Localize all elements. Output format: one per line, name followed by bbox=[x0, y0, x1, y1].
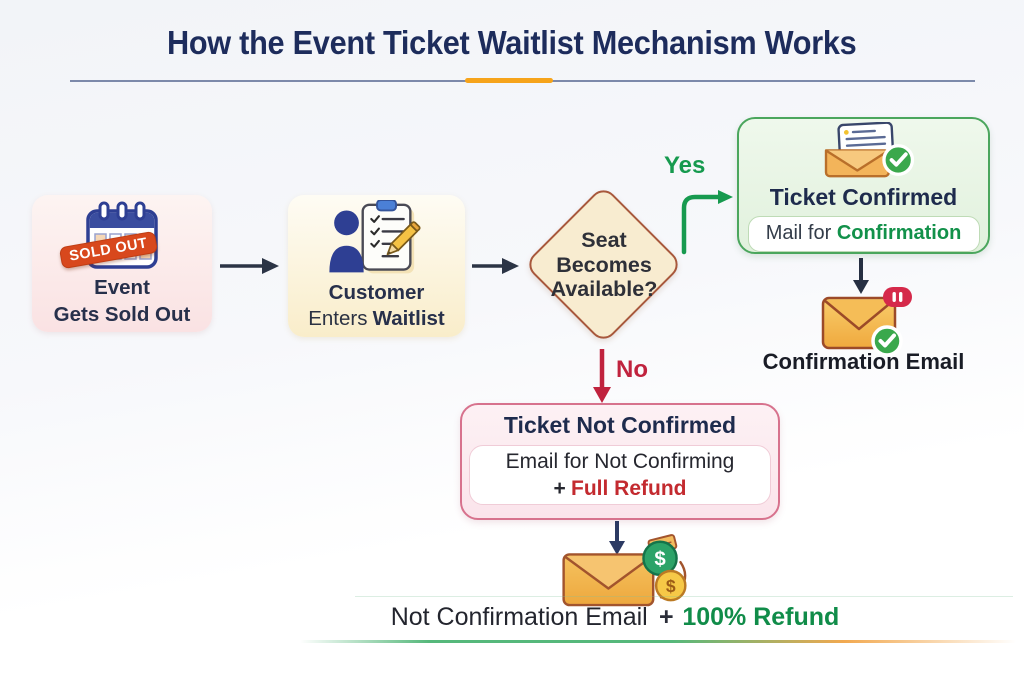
waitlist-label-line2-regular: Enters bbox=[308, 307, 368, 330]
refund-note-line1: Email for Not Confirming bbox=[505, 449, 735, 473]
money-email-icon: $ $ bbox=[562, 534, 687, 607]
not-confirmed-title: Ticket Not Confirmed bbox=[503, 412, 737, 438]
not-confirmed-box: Ticket Not Confirmed Email for Not Confi… bbox=[460, 403, 780, 520]
customer-clipboard-icon bbox=[328, 199, 421, 274]
pause-badge-icon bbox=[883, 287, 912, 307]
decision-label-line1: Seat bbox=[581, 227, 627, 252]
footer-caption-plus: + bbox=[658, 603, 674, 631]
decision-label: Seat Becomes Available? bbox=[524, 185, 684, 345]
arrow-down-icon bbox=[853, 258, 869, 294]
confirmation-pill-prefix: Mail for bbox=[765, 222, 832, 245]
refund-note-highlight: Full Refund bbox=[571, 477, 687, 500]
sold-out-label: Event Gets Sold Out bbox=[54, 275, 191, 327]
confirmation-pill: Mail for Confirmation bbox=[747, 215, 980, 252]
confirmation-email-label: Confirmation Email bbox=[762, 349, 965, 374]
svg-text:$: $ bbox=[666, 576, 676, 596]
sold-out-label-line2: Gets Sold Out bbox=[53, 302, 191, 326]
no-label: No bbox=[616, 356, 648, 383]
yes-label: Yes bbox=[664, 152, 706, 179]
title-divider-accent bbox=[465, 78, 553, 83]
dollar-coin-green-icon: $ bbox=[642, 540, 678, 577]
sold-out-box: SOLD OUT Event Gets Sold Out bbox=[32, 195, 212, 332]
svg-text:$: $ bbox=[654, 548, 666, 571]
refund-note: Email for Not Confirming +Full Refund bbox=[469, 445, 771, 505]
decision-diamond: Seat Becomes Available? bbox=[523, 184, 684, 345]
footer-caption-regular: Not Confirmation Email bbox=[390, 603, 648, 631]
yes-elbow-arrow-icon bbox=[681, 190, 733, 255]
footer-caption: Not Confirmation Email +100% Refund bbox=[391, 603, 840, 632]
decision-label-line2: Becomes bbox=[556, 252, 652, 277]
waitlist-label-line2-bold: Waitlist bbox=[372, 307, 445, 330]
confirmed-box: Ticket Confirmed Mail for Confirmation bbox=[737, 117, 990, 254]
refund-note-line2: +Full Refund bbox=[554, 475, 687, 502]
waitlist-label-line1: Customer bbox=[328, 280, 425, 304]
refund-note-plus: + bbox=[553, 477, 566, 500]
footer-top-rule bbox=[355, 596, 1013, 597]
arrow-right-icon bbox=[472, 258, 519, 274]
arrow-down-icon bbox=[609, 521, 625, 555]
mail-open-check-icon bbox=[824, 122, 914, 178]
arrow-right-icon bbox=[220, 258, 279, 274]
confirmation-pill-highlight: Confirmation bbox=[836, 222, 962, 245]
decision-label-line3: Available? bbox=[550, 277, 658, 302]
footer-gradient-rule bbox=[300, 640, 1016, 643]
title-divider bbox=[70, 78, 975, 84]
footer-caption-highlight: 100% Refund bbox=[682, 603, 840, 631]
page-title: How the Event Ticket Waitlist Mechanism … bbox=[0, 24, 1024, 62]
confirmed-title: Ticket Confirmed bbox=[769, 183, 958, 210]
dollar-coin-gold-icon: $ bbox=[654, 569, 687, 602]
page-title-text: How the Event Ticket Waitlist Mechanism … bbox=[167, 24, 857, 61]
sold-out-label-line1: Event bbox=[94, 276, 150, 300]
calendar-icon-wrap: SOLD OUT bbox=[58, 199, 172, 275]
no-arrow-down-icon bbox=[593, 349, 611, 403]
email-check-icon bbox=[821, 287, 912, 356]
